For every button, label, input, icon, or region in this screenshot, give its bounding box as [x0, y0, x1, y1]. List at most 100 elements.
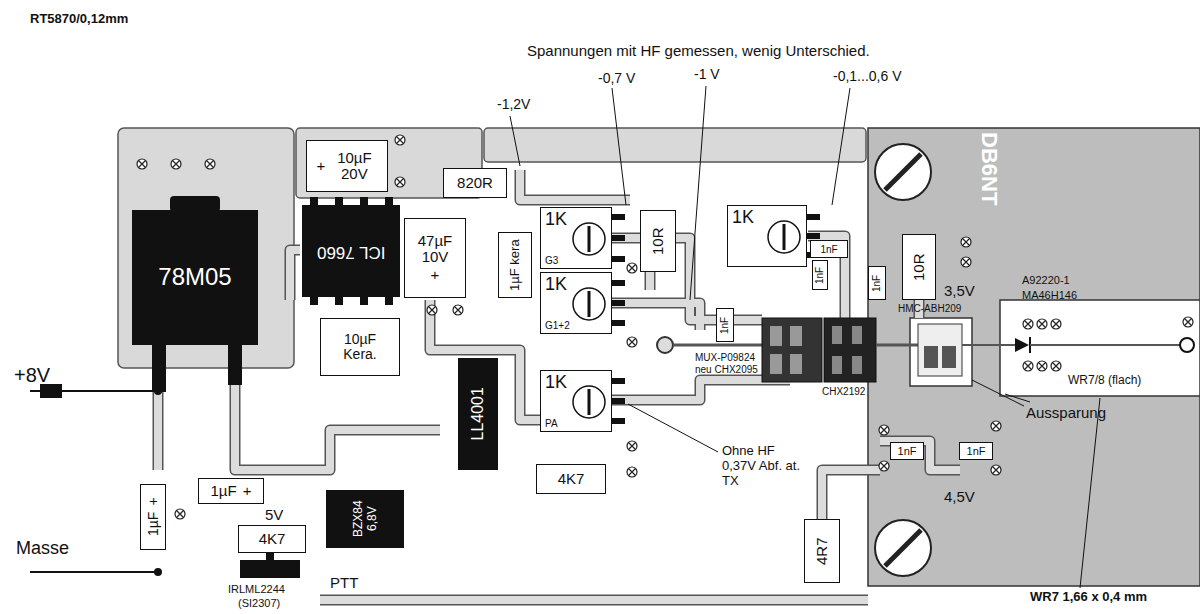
component-bodies-part [612, 214, 625, 220]
rf-chain-part [657, 337, 673, 353]
dimension-label: WR7 1,66 x 0,4 mm [1030, 590, 1147, 605]
trimmer-box: 1K [727, 205, 807, 267]
resistor-box: 10R [902, 234, 936, 300]
component-value: 1nF [720, 316, 731, 333]
text-group: 1nF [815, 266, 826, 283]
copper-traces-outline-part [612, 380, 790, 400]
trimmer-slot [783, 224, 786, 250]
copper-traces-outline-part [822, 470, 880, 519]
component-value: LL4001 [469, 387, 487, 440]
capacitor-box: 10µF Kera. [320, 318, 400, 376]
text-group: 1µF + [211, 483, 252, 500]
via-holes-part [1051, 319, 1061, 329]
copper-pads-part [484, 128, 866, 162]
part-number: neu CHX2095 [695, 364, 758, 376]
via-holes-part [1023, 319, 1033, 329]
ground-label: Masse [16, 538, 69, 559]
measurement-note: Ohne HF 0,37V Abf. at. TX [722, 444, 802, 489]
heatsink-block-part [885, 530, 921, 566]
rf-chain-part [770, 326, 782, 346]
rf-chain-part [770, 354, 782, 374]
component-value: 1µF [211, 483, 237, 500]
rf-chain-part [673, 344, 762, 347]
component-bodies-part [310, 197, 318, 205]
text-group: 10µF Kera. [335, 332, 385, 363]
rf-chain-part [824, 318, 876, 382]
voltage-label: -0,1...0,6 V [833, 68, 901, 84]
copper-traces-part [290, 250, 300, 300]
waveguide-label: WR7/8 (flach) [1068, 374, 1141, 388]
copper-pads [118, 128, 866, 368]
copper-pads-part [118, 128, 294, 368]
via-holes-part [627, 337, 637, 347]
text-group: 1µF+ [145, 498, 160, 537]
heatsink-block-part [1000, 300, 1200, 396]
copper-traces-part [154, 390, 162, 470]
voltage-label: 5V [265, 506, 283, 523]
component-value: 1nF [820, 244, 837, 255]
component-bodies-part [807, 233, 820, 239]
copper-traces-outline-part [290, 250, 300, 300]
via-holes-part [991, 421, 1001, 431]
heatsink-block-part [910, 318, 972, 386]
text-group: ICL 7660 [317, 242, 385, 261]
component-value: 1nF [898, 445, 917, 457]
rf-chain-part [918, 324, 962, 376]
copper-traces-part [300, 430, 440, 470]
component-bodies-part [360, 197, 368, 205]
text-group: 820R [457, 175, 493, 192]
part-number: MA46H146 [1022, 289, 1077, 302]
capacitor-box: 1nF [890, 442, 924, 460]
part-number: CHX2192 [822, 386, 865, 398]
leader-lines-part [972, 380, 1024, 406]
via-holes-part [879, 425, 889, 435]
supply-label: +8V [14, 364, 50, 387]
via-holes-part [395, 135, 405, 145]
heatsink-block-part [875, 520, 931, 576]
via-holes-part [171, 159, 181, 169]
text-group: 1nF [720, 316, 731, 333]
rf-chain-part [832, 326, 842, 344]
via-holes-part [627, 441, 637, 451]
copper-traces [158, 170, 960, 600]
part-number: (SI2307) [238, 597, 280, 610]
text-group: 47µF 10V+ [412, 233, 458, 284]
component-value: 4R7 [814, 537, 831, 565]
component-value: + [145, 498, 160, 506]
trimmer-symbol [571, 286, 607, 322]
text-group: 1µF kera [508, 239, 522, 291]
component-value: 1µF kera [508, 239, 522, 291]
component-bodies-part [385, 297, 393, 305]
trimmer-box: 1KPA [540, 370, 612, 432]
rf-chain-part [876, 344, 918, 347]
capacitor-box: +10µF 20V [306, 140, 388, 192]
diode-body: LL4001 [458, 358, 498, 470]
component-bodies-part [228, 345, 242, 385]
via-holes-part [1023, 361, 1033, 371]
supply-wires-part [154, 568, 162, 576]
leader-lines-part [832, 88, 850, 205]
component-value: 4K7 [558, 471, 585, 488]
component-bodies-part [612, 256, 625, 262]
component-value: 1K [545, 275, 567, 295]
rf-chain-part [1180, 338, 1194, 352]
component-value: 1K [545, 373, 567, 393]
trimmer-slot [588, 226, 591, 252]
rf-chain-part [790, 326, 802, 346]
leader-lines-part [612, 88, 626, 205]
text-group: 1nF [898, 445, 917, 457]
component-bodies-part [612, 300, 625, 306]
capacitor-box: 1µF + [198, 478, 264, 504]
capacitor-box: 1µF kera [498, 232, 532, 298]
via-holes-part [1183, 317, 1193, 327]
component-value: + [243, 483, 252, 500]
leader-lines [510, 86, 1100, 588]
component-value: 1nF [872, 274, 883, 291]
component-bodies-part [266, 552, 274, 560]
component-bodies-part [335, 297, 343, 305]
part-number: A92220-1 [1022, 274, 1070, 287]
component-value: 10R [911, 253, 928, 281]
capacitor-box: 47µF 10V+ [404, 218, 466, 298]
rf-chain-part [1015, 338, 1029, 352]
resistor-box: 10R [640, 210, 676, 272]
